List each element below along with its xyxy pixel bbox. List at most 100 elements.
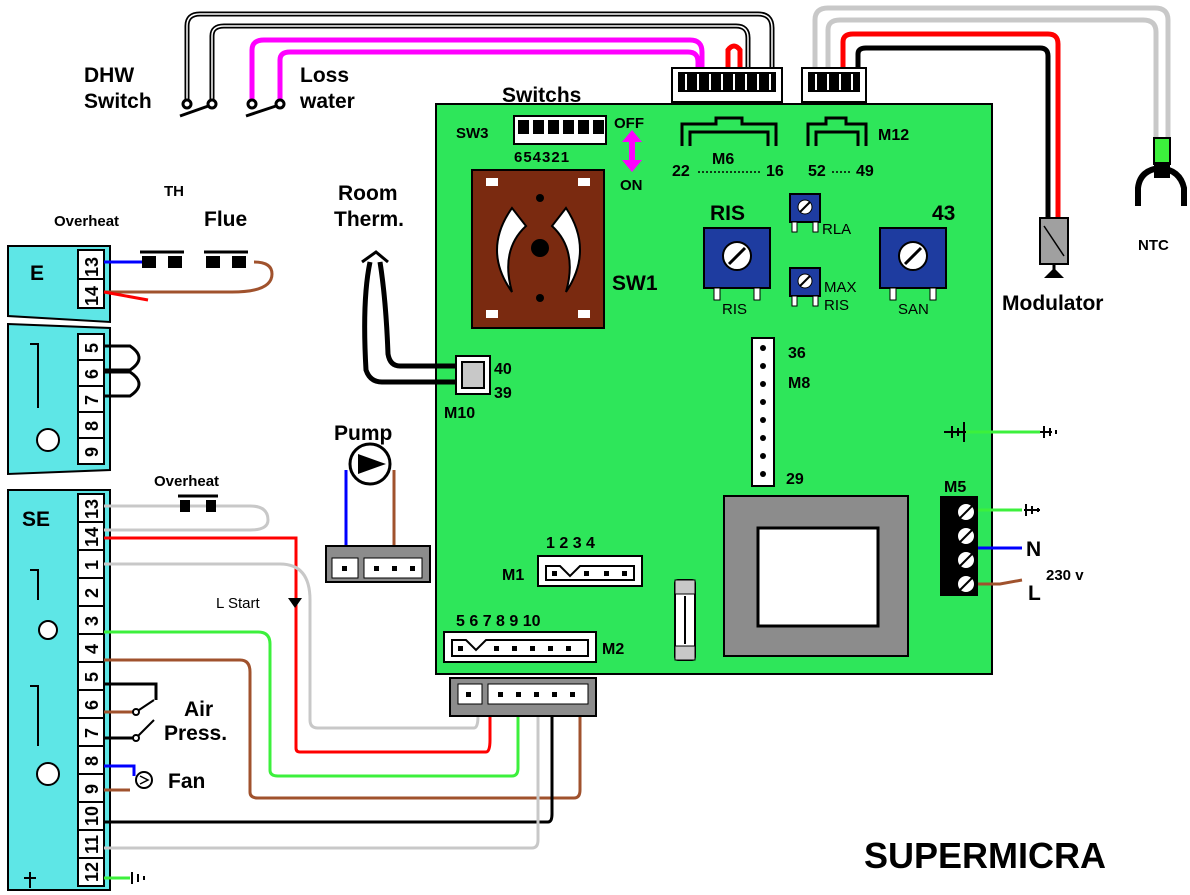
m8-bottom-pin: 29 xyxy=(786,471,804,488)
connector-m12-top xyxy=(801,67,867,103)
off-label: OFF xyxy=(614,115,644,132)
ground-icon xyxy=(131,872,145,884)
transformer xyxy=(723,495,909,657)
bottom-connector xyxy=(449,677,597,717)
m12-left-pin: 52 xyxy=(808,163,826,180)
ground-icon xyxy=(944,422,1057,516)
m5-label: M5 xyxy=(944,479,966,496)
terminal-mid-8: 8 xyxy=(82,421,102,431)
title: SUPERMICRA xyxy=(864,835,1106,876)
m10-bottom-pin: 39 xyxy=(494,385,512,402)
fuse xyxy=(674,579,696,661)
terminal-se-3: 3 xyxy=(82,616,102,626)
m2-pin-labels: 5 6 7 8 9 10 xyxy=(456,613,541,630)
block-e-label: E xyxy=(30,262,44,285)
dhw-label-1: DHW xyxy=(84,64,134,87)
overheat-bottom-label: Overheat xyxy=(154,473,219,490)
m6-left-pin: 22 xyxy=(672,163,690,180)
terminal-e-14: 14 xyxy=(82,286,102,306)
m1-pin-labels: 1 2 3 4 xyxy=(546,535,595,552)
m1-label: M1 xyxy=(502,567,524,584)
on-label: ON xyxy=(620,177,643,194)
connector-m10 xyxy=(455,355,491,395)
air-press-label-2: Press. xyxy=(164,722,227,745)
terminal-mid-6: 6 xyxy=(82,369,102,379)
th-label: TH xyxy=(164,183,184,200)
m6-label: M6 xyxy=(712,151,734,168)
pot-43-label: 43 xyxy=(932,202,955,225)
terminal-se-2: 2 xyxy=(82,588,102,598)
terminal-m5 xyxy=(940,496,978,596)
connector-m8 xyxy=(751,337,775,487)
terminal-block-se xyxy=(7,489,111,891)
sw3-dip-switch xyxy=(513,115,607,145)
san-label: SAN xyxy=(898,301,929,318)
terminal-mid-5: 5 xyxy=(82,343,102,353)
pump-label: Pump xyxy=(334,422,392,445)
sw3-digits: 654321 xyxy=(514,149,570,166)
m12-right-pin: 49 xyxy=(856,163,874,180)
m10-label: M10 xyxy=(444,405,475,422)
block-se-label: SE xyxy=(22,508,50,531)
max-ris-label: RIS xyxy=(824,297,849,314)
overheat-top-label: Overheat xyxy=(54,213,119,230)
connector-m6 xyxy=(680,116,778,146)
l-label: L xyxy=(1028,582,1041,605)
m6-right-pin: 16 xyxy=(766,163,784,180)
sw3-label: SW3 xyxy=(456,125,489,142)
m5-wires xyxy=(966,430,1040,586)
modulator-label: Modulator xyxy=(1002,292,1103,315)
l-start-arrow-icon xyxy=(288,598,302,608)
top-wires xyxy=(184,5,1171,220)
fan-icon xyxy=(135,771,153,789)
terminal-se-9: 9 xyxy=(82,784,102,794)
terminal-se-12: 12 xyxy=(82,862,102,882)
m10-top-pin: 40 xyxy=(494,361,512,378)
fan-label: Fan xyxy=(168,770,205,793)
terminal-se-6: 6 xyxy=(82,700,102,710)
pot-max-ris xyxy=(789,267,821,307)
air-press-label-1: Air xyxy=(184,698,213,721)
terminal-se-14: 14 xyxy=(82,527,102,547)
terminal-e-13: 13 xyxy=(82,257,102,277)
m12-label: M12 xyxy=(878,127,909,144)
air-pressure-switch-icon xyxy=(132,699,155,742)
terminal-se-1: 1 xyxy=(82,560,102,570)
connector-m2 xyxy=(443,631,597,663)
flue-label: Flue xyxy=(204,208,247,231)
text-labels: DHW Switch Loss water Switchs SW3 654321… xyxy=(22,64,1169,882)
ris-top-label: RIS xyxy=(710,202,745,225)
connector-m1 xyxy=(537,555,643,587)
modulator xyxy=(1039,217,1069,278)
terminal-se-11: 11 xyxy=(82,835,102,854)
thermostat-contacts xyxy=(140,250,248,512)
terminal-se-7: 7 xyxy=(82,728,102,738)
off-on-arrow-icon xyxy=(622,130,642,172)
terminal-se-5: 5 xyxy=(82,672,102,682)
terminal-se-4: 4 xyxy=(82,644,102,654)
connector-m6-top xyxy=(671,67,783,103)
terminal-block-middle xyxy=(7,322,111,476)
m8-top-pin: 36 xyxy=(788,345,806,362)
terminal-se-10: 10 xyxy=(82,806,102,826)
terminal-mid-7: 7 xyxy=(82,395,102,405)
dhw-switch-contacts xyxy=(179,98,286,118)
terminal-se-13: 13 xyxy=(82,499,102,519)
left-wires xyxy=(103,260,582,880)
terminal-se-8: 8 xyxy=(82,756,102,766)
max-label: MAX xyxy=(824,279,857,296)
rla-label: RLA xyxy=(822,221,851,238)
ris-pot-label: RIS xyxy=(722,301,747,318)
pot-rla xyxy=(789,193,821,233)
n-label: N xyxy=(1026,538,1041,561)
dhw-label-2: Switch xyxy=(84,90,152,113)
ntc-label: NTC xyxy=(1138,237,1169,254)
l-start-label: L Start xyxy=(216,595,260,612)
loss-water-label-2: water xyxy=(299,90,355,113)
ntc-sensor xyxy=(1135,137,1187,206)
terminal-mid-9: 9 xyxy=(82,447,102,457)
pot-ris xyxy=(703,227,771,301)
m2-label: M2 xyxy=(602,641,624,658)
switchs-label: Switchs xyxy=(502,84,581,107)
